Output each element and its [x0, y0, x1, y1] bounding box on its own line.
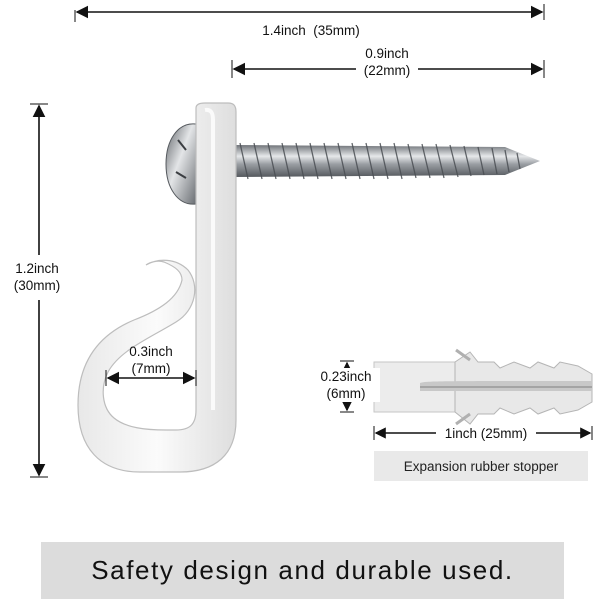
- hook-opening-label: 0.3inch (7mm): [115, 343, 187, 377]
- screw-length-dimension-line: [231, 60, 545, 78]
- footer-text: Safety design and durable used.: [91, 555, 514, 585]
- height-mm: (30mm): [13, 278, 61, 293]
- screw-length-label: 0.9inch (22mm): [352, 45, 422, 79]
- footer-banner: Safety design and durable used.: [41, 542, 564, 599]
- hook-opening-dimension-line: [105, 370, 197, 386]
- hook-opening-inch: 0.3inch: [129, 344, 173, 359]
- height-label: 1.2inch (30mm): [2, 260, 72, 294]
- expansion-stopper: [373, 348, 593, 426]
- stopper-length-label: 1inch (25mm): [444, 426, 528, 441]
- stopper-caption: Expansion rubber stopper: [403, 458, 559, 474]
- width-dimension-line: [74, 4, 545, 22]
- hook-opening-mm: (7mm): [131, 361, 171, 376]
- height-dimension-line: [30, 103, 48, 478]
- stopper-diameter-mm: (6mm): [326, 386, 366, 401]
- screw-length-mm: (22mm): [363, 63, 411, 78]
- stopper-diameter-label: 0.23inch (6mm): [312, 368, 380, 402]
- height-inch: 1.2inch: [15, 261, 59, 276]
- stopper-length-dimension-line: [373, 426, 593, 440]
- j-hook: [77, 102, 237, 473]
- width-inch: 1.4inch: [262, 23, 306, 38]
- width-label: 1.4inch (35mm): [236, 22, 386, 39]
- width-mm: (35mm): [313, 23, 360, 38]
- screw: [232, 142, 540, 180]
- stopper-diameter-inch: 0.23inch: [320, 369, 372, 384]
- screw-length-inch: 0.9inch: [365, 46, 409, 61]
- screw-head: [165, 123, 197, 205]
- stopper-caption-box: Expansion rubber stopper: [374, 451, 588, 481]
